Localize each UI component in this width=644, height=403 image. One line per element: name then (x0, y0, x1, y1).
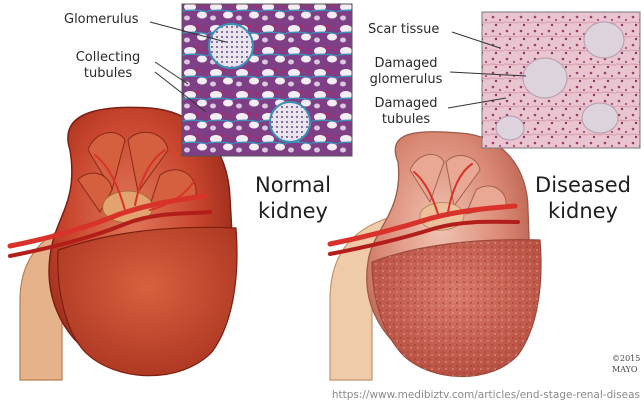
diseased-kidney-title: Diseased kidney (524, 172, 642, 224)
label-collecting-tubules-line1: Collecting (70, 50, 146, 66)
damaged-glomerulus-3 (582, 103, 618, 133)
label-glomerulus: Glomerulus (64, 12, 139, 28)
diseased-scarring-texture (372, 240, 541, 377)
label-collecting-tubules-line2: tubules (70, 66, 146, 82)
normal-kidney-title: Normal kidney (240, 172, 346, 224)
normal-glomerulus-2 (270, 102, 310, 142)
normal-histology-inset (182, 4, 352, 156)
label-damaged-tubules-line2: tubules (368, 112, 444, 128)
diseased-histology-inset (482, 12, 640, 148)
damaged-glomerulus-4 (496, 116, 524, 140)
copyright-owner: MAYO (612, 365, 637, 375)
label-damaged-glomerulus-line2: glomerulus (364, 72, 448, 88)
normal-kidney-title-line2: kidney (240, 198, 346, 224)
normal-kidney-lower-half (58, 227, 237, 375)
label-damaged-glomerulus-line1: Damaged (364, 56, 448, 72)
label-collecting-tubules: Collecting tubules (70, 50, 146, 82)
normal-kidney-title-line1: Normal (240, 172, 346, 198)
label-damaged-tubules-line1: Damaged (368, 96, 444, 112)
source-url[interactable]: https://www.medibiztv.com/articles/end-s… (332, 389, 640, 401)
label-damaged-glomerulus: Damaged glomerulus (364, 56, 448, 88)
label-damaged-tubules: Damaged tubules (368, 96, 444, 128)
diseased-kidney (330, 132, 541, 380)
diseased-kidney-title-line2: kidney (524, 198, 642, 224)
label-scar-tissue: Scar tissue (368, 22, 439, 38)
normal-glomerulus-1 (209, 24, 253, 68)
diseased-kidney-title-line1: Diseased (524, 172, 642, 198)
damaged-glomerulus-1 (523, 58, 567, 98)
copyright-year: ©2015 (612, 354, 640, 364)
damaged-glomerulus-2 (584, 22, 624, 58)
